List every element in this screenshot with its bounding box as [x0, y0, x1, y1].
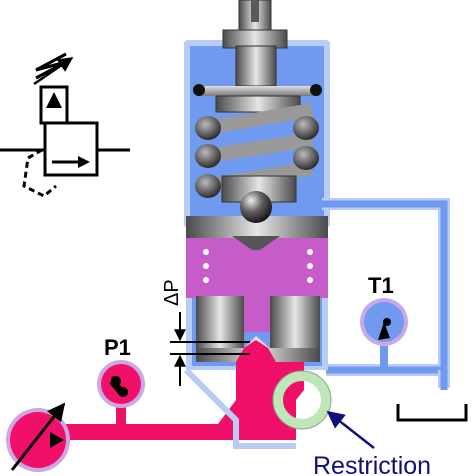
- delta-p-label: ΔP: [161, 279, 183, 306]
- relief-valve-symbol: [0, 52, 130, 198]
- body-separator: [186, 216, 328, 238]
- symbol-drain-line: [22, 148, 57, 198]
- p1-label: P1: [104, 335, 131, 360]
- p1-gauge: P1: [97, 335, 145, 408]
- restriction-label: Restriction: [313, 452, 431, 476]
- adjust-screw: [222, 0, 288, 87]
- t1-label: T1: [368, 273, 394, 298]
- variable-pump-icon: [6, 402, 70, 472]
- pilot-chamber: [186, 236, 328, 298]
- restriction-arrow: [326, 410, 375, 449]
- symbol-flow-arrow-icon: [78, 156, 90, 168]
- symbol-pilot-arrow-icon: [46, 92, 62, 108]
- pressure-circuit: [56, 340, 304, 449]
- delta-p-dimension: [170, 312, 250, 386]
- t1-gauge: T1: [360, 273, 408, 370]
- reservoir-tank-icon: [396, 404, 468, 422]
- restriction-ring: [273, 371, 331, 429]
- poppet-ball: [240, 191, 272, 223]
- spring-upper-plate: [196, 86, 320, 96]
